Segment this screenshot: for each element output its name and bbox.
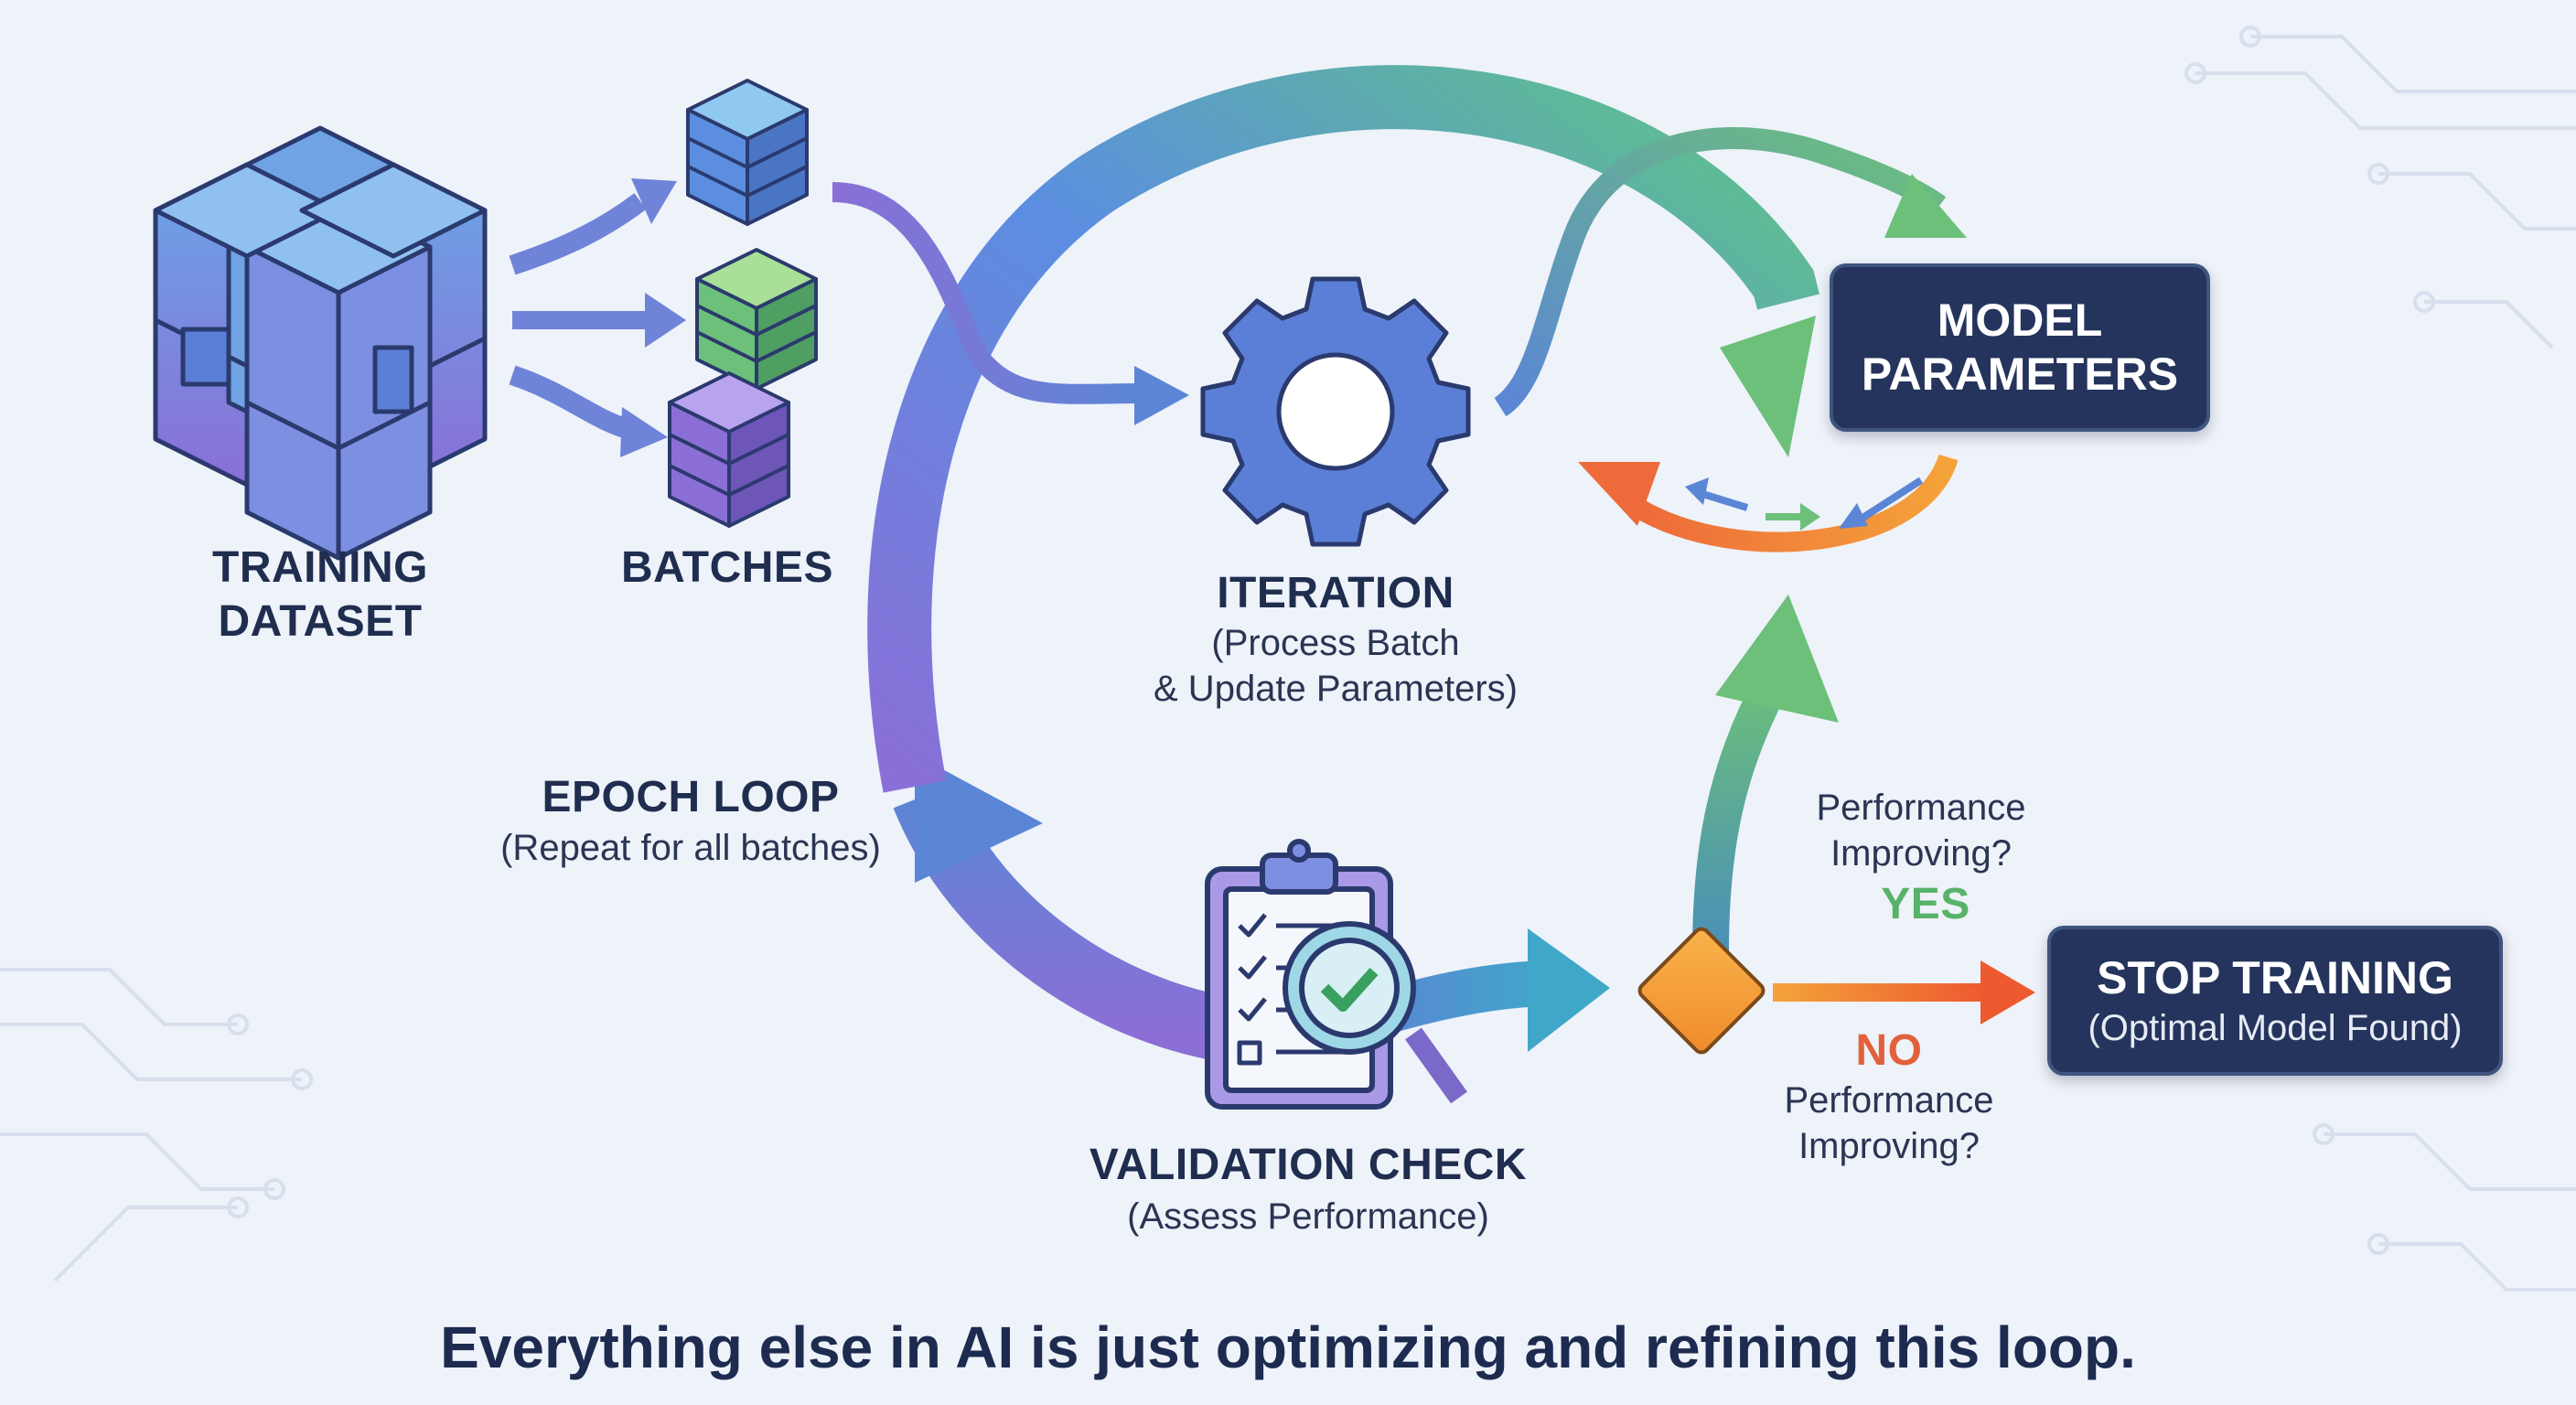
parameter-update-arc: [1632, 454, 1959, 552]
no-path-arrow: [1773, 983, 1983, 1002]
stop-training-box: STOP TRAINING (Optimal Model Found): [2047, 926, 2503, 1076]
iteration-to-model-arrow: [1493, 127, 1947, 417]
clipboard-magnifier-icon: [1205, 839, 1467, 1110]
batches-label: BATCHES: [621, 543, 833, 592]
dataset-to-batch-arrowhead-3: [620, 407, 668, 457]
model-parameters-title: MODEL PARAMETERS: [1861, 295, 2179, 400]
stop-training-title: STOP TRAINING: [2097, 951, 2453, 1003]
stop-training-subtitle: (Optimal Model Found): [2088, 1007, 2463, 1048]
batches-to-iteration-arrowhead: [1134, 366, 1189, 425]
footer-caption: Everything else in AI is just optimizing…: [440, 1314, 2136, 1380]
yes-path-arrow: [1692, 669, 1791, 952]
iteration-subtitle: (Process Batch & Update Parameters): [1154, 623, 1518, 709]
batch-stack-green: [695, 248, 818, 391]
dataset-to-batch-arrow-3: [509, 365, 634, 440]
epoch-loop-title: EPOCH LOOP: [542, 773, 840, 821]
dataset-to-batch-arrowhead-2: [645, 293, 686, 348]
validation-to-decision-arrowhead: [1528, 928, 1610, 1052]
iteration-to-model-arrowhead: [1884, 174, 1967, 238]
batches-to-iteration-arrow: [832, 182, 1144, 404]
dataset-to-batch-arrow-1: [509, 193, 647, 275]
data-cube-icon: [153, 125, 488, 561]
no-label: NO: [1855, 1026, 1923, 1075]
dataset-to-batch-arrowhead-1: [631, 178, 677, 224]
yes-label: YES: [1881, 880, 1970, 928]
update-tick-arrowhead-2: [1685, 477, 1709, 505]
epoch-loop-subtitle: (Repeat for all batches): [500, 828, 881, 868]
no-path-arrowhead: [1980, 960, 2035, 1024]
epoch-loop-arrowhead: [915, 759, 1043, 883]
dataset-to-batch-arrow-2: [512, 311, 649, 329]
update-tick-arrowhead-1: [1839, 503, 1868, 529]
main-loop-arrowhead: [1720, 316, 1816, 457]
batch-stack-icon: [668, 79, 818, 528]
model-parameters-box: MODEL PARAMETERS: [1830, 263, 2210, 432]
batch-stack-purple: [668, 371, 790, 528]
validation-check-title: VALIDATION CHECK: [1089, 1141, 1528, 1189]
training-dataset-label: TRAINING DATASET: [212, 543, 428, 646]
batch-stack-blue: [686, 79, 809, 226]
yes-path-arrowhead: [1715, 595, 1839, 723]
iteration-title: ITERATION: [1217, 569, 1454, 617]
update-tick-arrow-1: [1854, 477, 1924, 525]
circuit-decoration: [0, 26, 2576, 1292]
decision-diamond: [1637, 927, 1766, 1055]
validation-check-subtitle: (Assess Performance): [1127, 1196, 1489, 1237]
yes-question: Performance Improving?: [1816, 788, 2026, 874]
update-tick-arrowhead-3: [1800, 503, 1820, 531]
no-question: Performance Improving?: [1784, 1080, 1994, 1166]
parameter-update-arrowhead: [1578, 462, 1660, 526]
gear-icon: [1200, 276, 1471, 547]
